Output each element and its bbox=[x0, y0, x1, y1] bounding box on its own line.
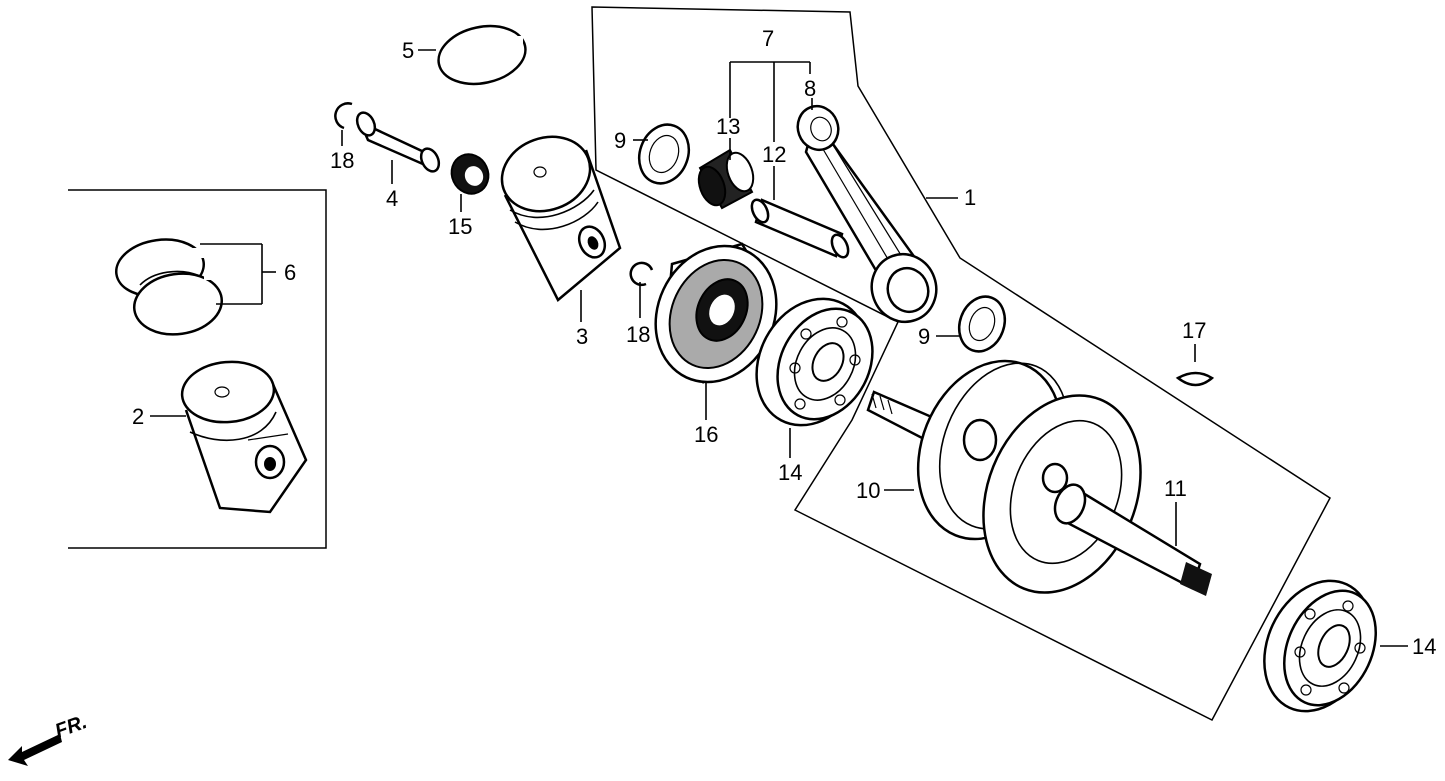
callout-18-center: 18 bbox=[626, 322, 650, 347]
callout-17: 17 bbox=[1182, 318, 1206, 343]
circlip-left-part bbox=[334, 102, 353, 130]
circlip-center-part bbox=[629, 261, 654, 287]
front-direction-indicator: FR. bbox=[8, 711, 90, 766]
callout-6: 6 bbox=[284, 260, 296, 285]
ring-set-part bbox=[115, 238, 224, 336]
callout-14-lower: 14 bbox=[1412, 634, 1436, 659]
ball-bearing-lower-part bbox=[1263, 579, 1377, 713]
front-arrow-icon bbox=[8, 734, 62, 766]
thrust-washer-right-part bbox=[957, 295, 1007, 353]
thrust-washer-left-part bbox=[637, 123, 691, 185]
connecting-rod-part bbox=[796, 104, 938, 324]
piston-kit-part bbox=[180, 360, 308, 514]
callout-18-left: 18 bbox=[330, 148, 354, 173]
callout-8: 8 bbox=[804, 76, 816, 101]
piston-pin-part bbox=[355, 111, 441, 173]
callout-15: 15 bbox=[448, 214, 472, 239]
ball-bearing-upper-part bbox=[755, 297, 874, 427]
callout-5: 5 bbox=[402, 38, 414, 63]
callout-13: 13 bbox=[716, 114, 740, 139]
callout-14-upper: 14 bbox=[778, 460, 802, 485]
crankshaft-right-part bbox=[982, 394, 1212, 596]
piston-kit-box bbox=[68, 189, 327, 549]
callout-12: 12 bbox=[762, 142, 786, 167]
callout-1: 1 bbox=[964, 185, 976, 210]
woodruff-key-part bbox=[1175, 371, 1215, 387]
callout-9-right: 9 bbox=[918, 324, 930, 349]
callout-11: 11 bbox=[1164, 476, 1187, 501]
crank-pin-part bbox=[750, 198, 850, 259]
piston-part bbox=[500, 135, 622, 302]
oil-seal-part bbox=[654, 242, 778, 384]
needle-bearing-small-part bbox=[450, 153, 490, 195]
callout-16: 16 bbox=[694, 422, 718, 447]
callout-9-left: 9 bbox=[614, 128, 626, 153]
needle-bearing-rod-part bbox=[697, 148, 755, 210]
callout-4: 4 bbox=[386, 186, 398, 211]
callout-3: 3 bbox=[576, 324, 588, 349]
callout-7: 7 bbox=[762, 26, 774, 51]
callout-10: 10 bbox=[856, 478, 880, 503]
callout-2: 2 bbox=[132, 404, 144, 429]
connecting-rod-group-box bbox=[591, 6, 1331, 721]
leader-lines bbox=[150, 49, 1408, 647]
piston-ring-part bbox=[437, 24, 527, 86]
front-direction-label: FR. bbox=[52, 711, 90, 743]
